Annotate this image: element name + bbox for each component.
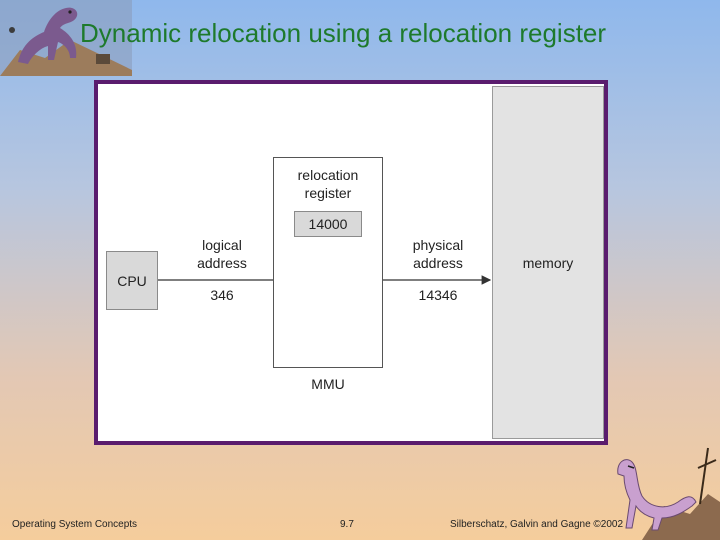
relocation-diagram-frame: + relocation register 14000 CPU logical … [94,80,608,445]
slide-title: Dynamic relocation using a relocation re… [80,18,607,48]
relocation-diagram: + relocation register 14000 CPU logical … [98,84,604,441]
footer-slide-number: 9.7 [340,519,354,530]
relocation-register-value: 14000 [294,211,362,237]
memory-box: memory [492,86,604,439]
cpu-box: CPU [106,251,158,310]
mmu-box [273,157,383,368]
footer-course-title: Operating System Concepts [12,519,138,530]
logical-address-value: 346 [210,287,234,303]
physical-address-label: physical address [412,237,464,271]
relocation-register-label-text: relocation register [297,167,359,201]
dinosaur-skeleton-icon [617,447,720,540]
logical-address-label: logical address [197,237,247,271]
mmu-label: MMU [311,376,345,392]
physical-address-value: 14346 [418,287,458,303]
relocation-register-label: relocation register [273,166,383,202]
footer-copyright: Silberschatz, Galvin and Gagne ©2002 [450,519,624,530]
dinosaur-logo-icon [0,0,132,76]
